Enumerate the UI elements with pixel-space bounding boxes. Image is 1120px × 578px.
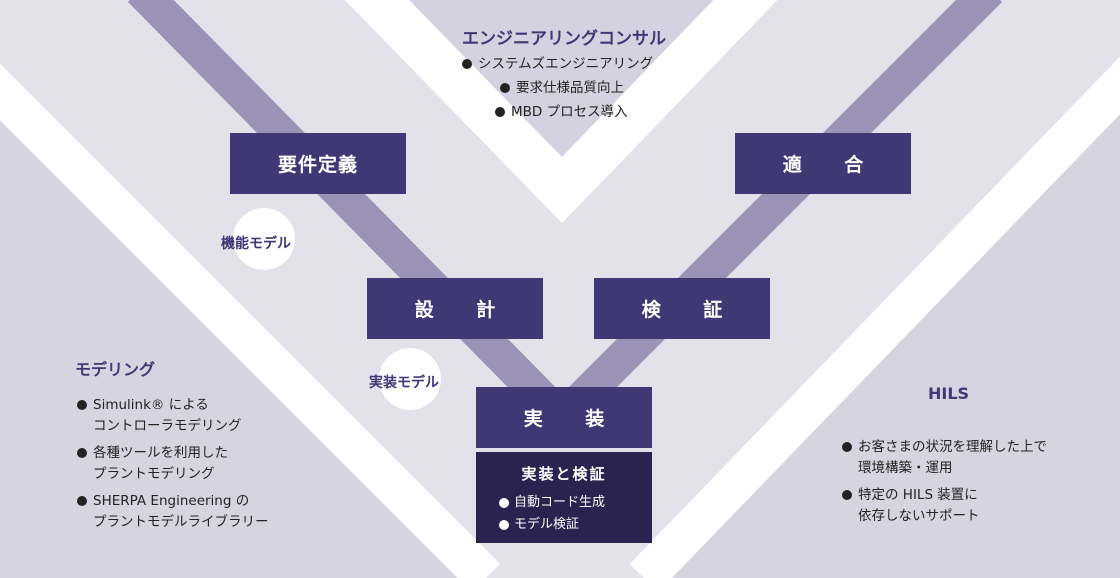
list-item-line: コントローラモデリング [93,418,242,434]
modeling-list: Simulink® による コントローラモデリング 各種ツールを利用した プラン… [75,395,269,539]
functional-model-circle [233,208,295,270]
impl-verify-list: 自動コード生成 モデル検証 [498,492,605,536]
list-item-line: Simulink® による [93,397,209,413]
list-item-line: プラントモデリング [93,466,215,482]
hils-list: お客さまの状況を理解した上で 環境構築・運用 特定の HILS 装置に 依存しな… [840,437,1047,533]
list-item-line: プラントモデルライブラリー [93,514,269,530]
phase-calibration: 適 合 [735,133,911,194]
phase-design: 設 計 [367,278,543,339]
list-item: 各種ツールを利用した プラントモデリング [75,443,269,485]
impl-verify-title: 実装と検証 [521,465,607,483]
engineering-consulting-title: エンジニアリングコンサル [462,29,666,49]
phase-requirements: 要件定義 [230,133,406,194]
list-item-line: 特定の HILS 装置に [858,487,978,503]
list-item: お客さまの状況を理解した上で 環境構築・運用 [840,437,1047,479]
list-item-line: 依存しないサポート [858,508,980,524]
list-item: SHERPA Engineering の プラントモデルライブラリー [75,491,269,533]
list-item: 特定の HILS 装置に 依存しないサポート [840,485,1047,527]
list-item: Simulink® による コントローラモデリング [75,395,269,437]
list-item: モデル検証 [498,514,605,536]
list-item: システムズエンジニアリング [460,52,653,76]
phase-implementation: 実 装 [476,387,652,448]
modeling-title: モデリング [75,360,156,379]
hils-title: HILS [928,384,970,403]
left-white-band [0,63,501,578]
top-center-panel [372,0,752,190]
list-item: MBD プロセス導入 [493,100,653,124]
v-white-band [344,0,778,224]
list-item: 要求仕様品質向上 [498,76,653,100]
list-item-line: SHERPA Engineering の [93,493,250,509]
list-item-line: 環境構築・運用 [858,460,953,476]
implementation-model-circle [379,348,441,410]
phase-verification: 検 証 [594,278,770,339]
right-white-band [629,56,1120,578]
engineering-consulting-list: システムズエンジニアリング 要求仕様品質向上 MBD プロセス導入 [460,52,653,124]
impl-verify-box: 実装と検証 自動コード生成 モデル検証 [476,452,652,543]
functional-model-label: 機能モデル [221,236,291,252]
list-item: 自動コード生成 [498,492,605,514]
list-item-line: お客さまの状況を理解した上で [858,439,1047,455]
implementation-model-label: 実装モデル [369,375,439,391]
list-item-line: 各種ツールを利用した [93,445,228,461]
